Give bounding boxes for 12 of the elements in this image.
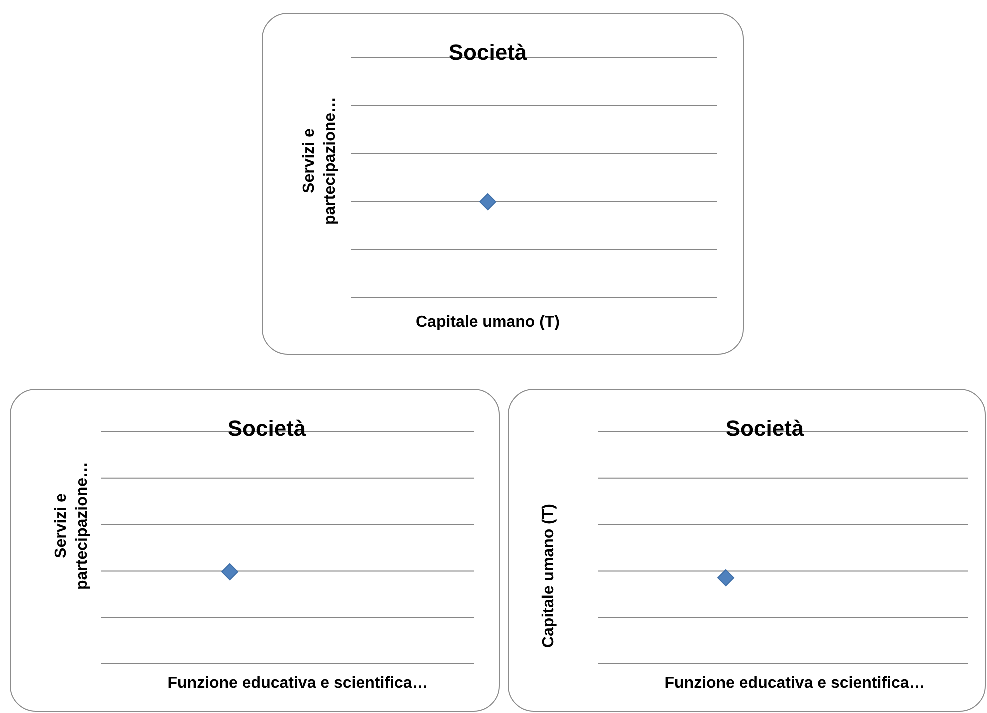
axis-label: Capitale umano (T) xyxy=(416,314,560,332)
chart-card xyxy=(10,389,500,712)
axis-label: Servizi e partecipazione… xyxy=(300,96,340,228)
chart-card xyxy=(262,13,744,355)
axis-label: Capitale umano (T) xyxy=(540,503,559,650)
chart-title: Società xyxy=(726,416,804,442)
chart-card xyxy=(508,389,986,712)
chart-title: Società xyxy=(228,416,306,442)
chart-title: Società xyxy=(448,40,528,66)
axis-label: Funzione educativa e scientifica… xyxy=(168,675,428,693)
axis-label: Servizi e partecipazione… xyxy=(52,460,92,592)
axis-label: Funzione educativa e scientifica… xyxy=(664,675,926,693)
